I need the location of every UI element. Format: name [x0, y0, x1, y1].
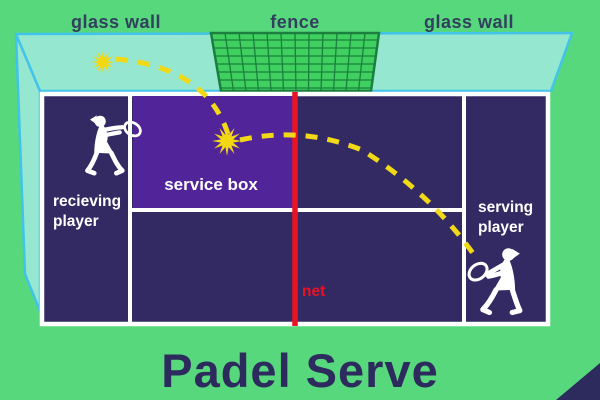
serving-player-label-line1: serving [478, 199, 533, 216]
player-arms [98, 125, 125, 138]
player-head [502, 248, 515, 261]
player-torso [493, 259, 516, 291]
fence-label: fence [270, 12, 320, 32]
impact-markers [91, 50, 242, 156]
receiving-player-label-line1: recieving [53, 193, 121, 210]
racket-icon [123, 120, 142, 138]
fence-grid [212, 32, 378, 92]
service-box-label: service box [164, 175, 258, 194]
player-legs [85, 150, 125, 176]
net-label: net [302, 283, 325, 300]
serving-player-label-line2: player [478, 219, 524, 236]
ball-trajectory-path [115, 56, 480, 261]
player-legs [480, 287, 523, 316]
player-torso [94, 125, 114, 154]
racket-icon [467, 261, 489, 282]
corner-triangle-decoration [556, 363, 600, 400]
player-head [94, 115, 106, 127]
receiving-player-icon [85, 115, 142, 176]
service-box-area [133, 96, 293, 208]
player-arms [484, 261, 510, 279]
glass-wall-left-label: glass wall [71, 12, 161, 32]
fence-panel [209, 31, 381, 93]
trajectory-wall-segment [115, 56, 231, 135]
receiving-player-label-line2: player [53, 213, 99, 230]
player-ponytail [512, 248, 520, 259]
page-title: Padel Serve [161, 344, 439, 397]
court-bounce-sunburst-icon [212, 126, 242, 156]
glass-wall-right-label: glass wall [424, 12, 514, 32]
wall-impact-sunburst-icon [91, 50, 115, 74]
serving-player-icon [467, 248, 523, 316]
player-ponytail [90, 115, 97, 124]
